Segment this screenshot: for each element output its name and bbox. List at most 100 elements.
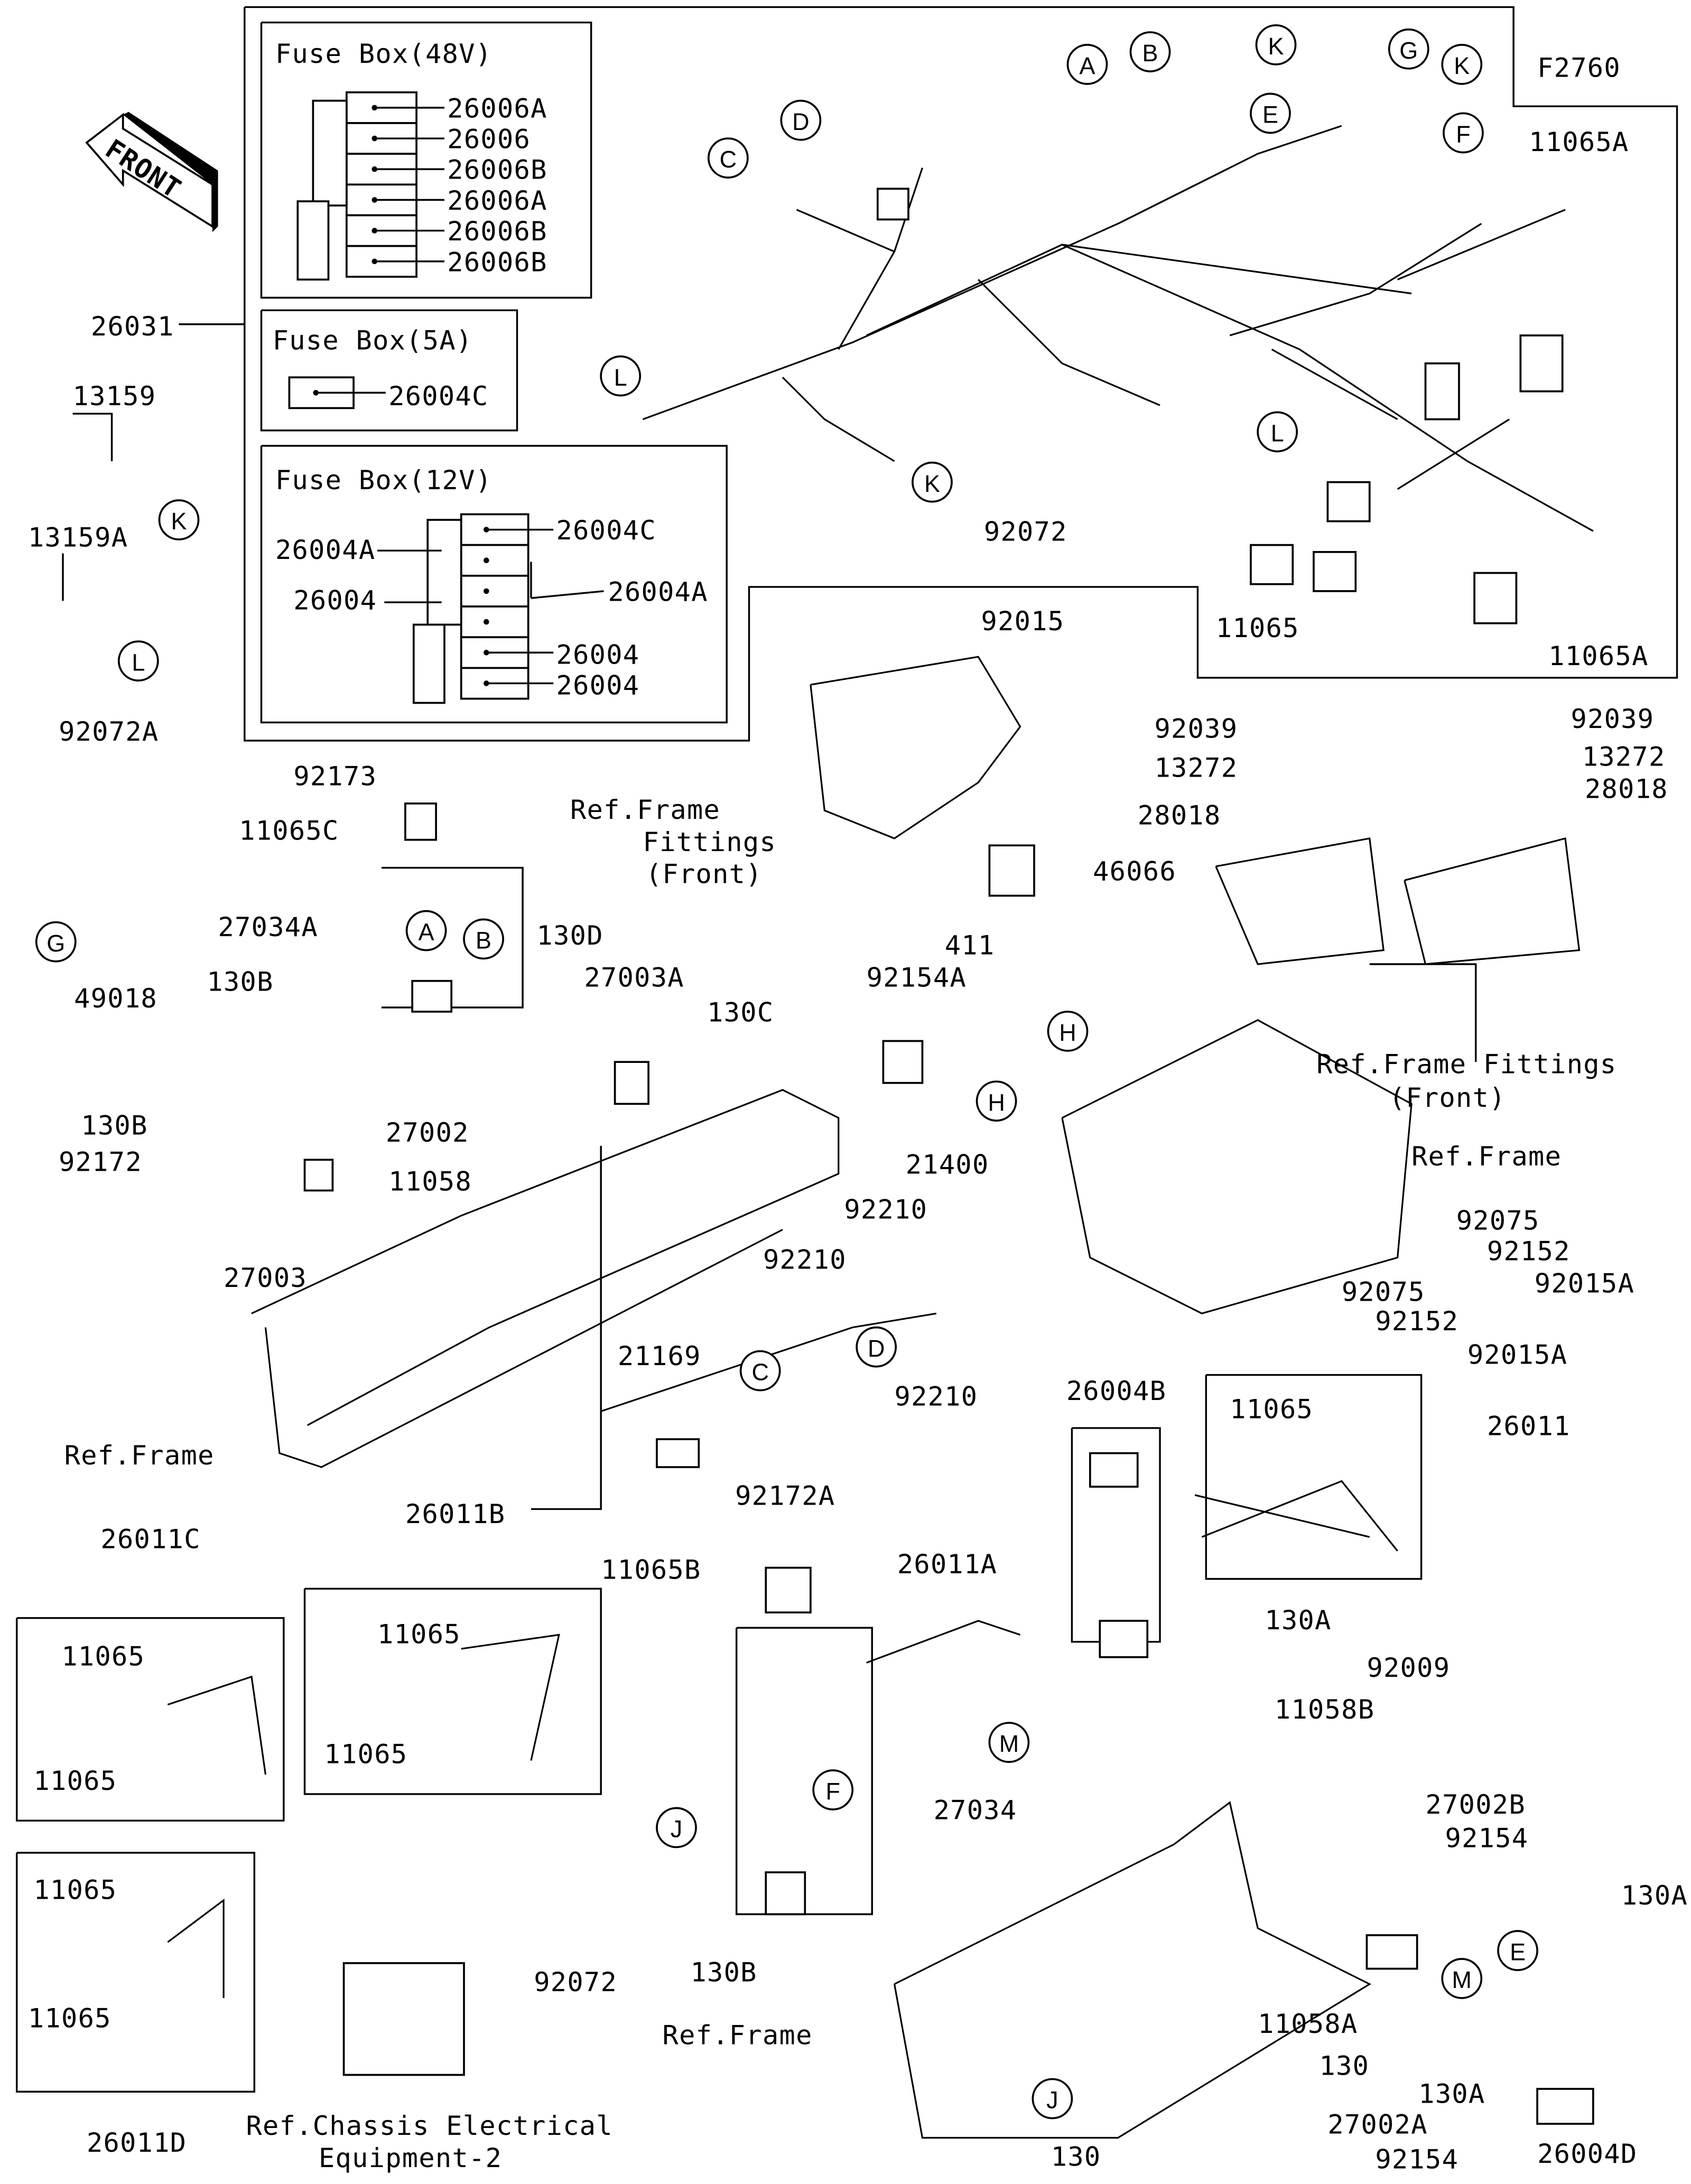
ref-marker-letter: D [868,1335,885,1362]
component [1313,551,1357,592]
part-label: Ref.Frame [64,1440,215,1471]
part-label: Fuse Box(48V) [275,38,492,69]
component [1424,362,1460,421]
ref-marker-letter: H [988,1089,1005,1116]
ref-marker: L [1257,411,1298,453]
component [303,1159,334,1192]
part-label: Ref.Chassis Electrical [246,2110,612,2141]
ref-marker: B [463,918,504,960]
ref-marker: K [1255,24,1297,66]
part-label: 21400 [906,1149,989,1180]
part-label: 92015A [1467,1339,1567,1370]
part-label: 27034 [934,1795,1017,1826]
harness-wire [1117,125,1342,225]
ref-marker: J [656,1807,697,1849]
harness-wire [796,209,895,253]
harness-wire [167,1898,225,1999]
part-label: 27034A [218,911,318,942]
ref-marker-letter: F [1456,121,1470,148]
part-label: 92009 [1367,1652,1450,1683]
part-label: 27003 [224,1262,307,1293]
part-label: 11065 [28,2003,112,2034]
part-label: 49018 [74,983,157,1014]
part-label: 28018 [1585,773,1668,804]
harness-wire [642,167,1230,421]
part-label: 26006B [447,216,547,247]
part-label: 92210 [763,1244,847,1275]
part-label: 27002B [1426,1789,1526,1820]
ref-marker-letter: K [1268,33,1284,60]
part-label: 411 [945,930,995,961]
part-label: 26006A [447,185,547,216]
part-label: 26006 [447,124,531,155]
part-label: 11065 [377,1618,461,1649]
ref-marker: G [35,921,77,963]
ref-marker: D [780,99,822,141]
harness-wire [1194,1494,1370,1538]
part-label: 92072 [534,1966,617,1998]
part-label: 26011D [87,2127,187,2158]
component [765,1871,806,1916]
part-label: 26006A [447,92,547,124]
part-label: 130 [1051,2141,1101,2172]
component [411,979,453,1013]
ref-marker: D [856,1326,897,1368]
ref-marker: M [988,1722,1030,1763]
component [404,802,437,841]
ref-marker-letter: E [1262,101,1278,128]
part-label: 26004 [293,584,377,615]
part-label: 28018 [1138,800,1221,831]
ref-marker-letter: K [1454,52,1470,79]
ref-marker-letter: E [1510,1938,1526,1965]
component [614,1061,649,1105]
part-label: 13272 [1154,752,1238,783]
part-label: 92210 [844,1193,927,1225]
harness-wire [1201,1480,1398,1552]
harness-wire [1397,209,1566,281]
part-label: Fittings [643,826,777,857]
harness-wire [1061,1019,1413,1314]
ref-marker: B [1129,31,1171,72]
part-label: 92154A [867,962,967,993]
part-label: 92210 [895,1381,978,1412]
harness-wire [1229,223,1482,337]
part-label: 130B [207,966,273,997]
ref-marker-letter: C [720,146,737,173]
ref-marker-letter: G [47,930,65,957]
ref-marker-letter: L [132,649,145,676]
front-arrow-icon: FRONT [85,111,218,232]
ref-marker-letter: G [1399,37,1418,64]
harness-wire [866,244,1412,337]
outline [531,1145,602,1510]
component [342,1962,465,2076]
part-label: 13159 [73,380,156,412]
part-label: 130A [1621,1880,1688,1911]
part-label: 130B [81,1110,147,1141]
ref-marker-letter: A [1080,52,1095,79]
ref-marker-letter: F [825,1778,840,1805]
part-label: 26011B [405,1498,505,1529]
part-label: 11058 [388,1165,472,1197]
part-label: 11065 [324,1739,408,1770]
part-label: 92015A [1535,1268,1634,1299]
part-label: 11065A [1548,640,1648,671]
harness-wire [461,1634,560,1761]
part-label: 92172A [735,1480,835,1511]
part-label: 26004 [556,670,640,701]
ref-marker: H [975,1080,1017,1122]
part-label: 130A [1265,1604,1331,1636]
part-label: 26004C [388,380,488,412]
part-label: 26004B [1066,1375,1166,1406]
ref-marker: C [707,137,749,179]
part-label: 92039 [1154,713,1238,744]
part-label: 92072 [984,516,1067,547]
part-label: 26011 [1487,1410,1571,1441]
part-label: Ref.Frame [570,794,720,825]
part-label: 92072A [59,716,159,747]
part-label: 26004C [556,515,656,546]
component [876,188,909,221]
part-label: Equipment-2 [319,2142,502,2173]
outline [16,1617,285,1822]
part-label: 130A [1418,2078,1485,2109]
ref-marker: L [600,355,642,397]
